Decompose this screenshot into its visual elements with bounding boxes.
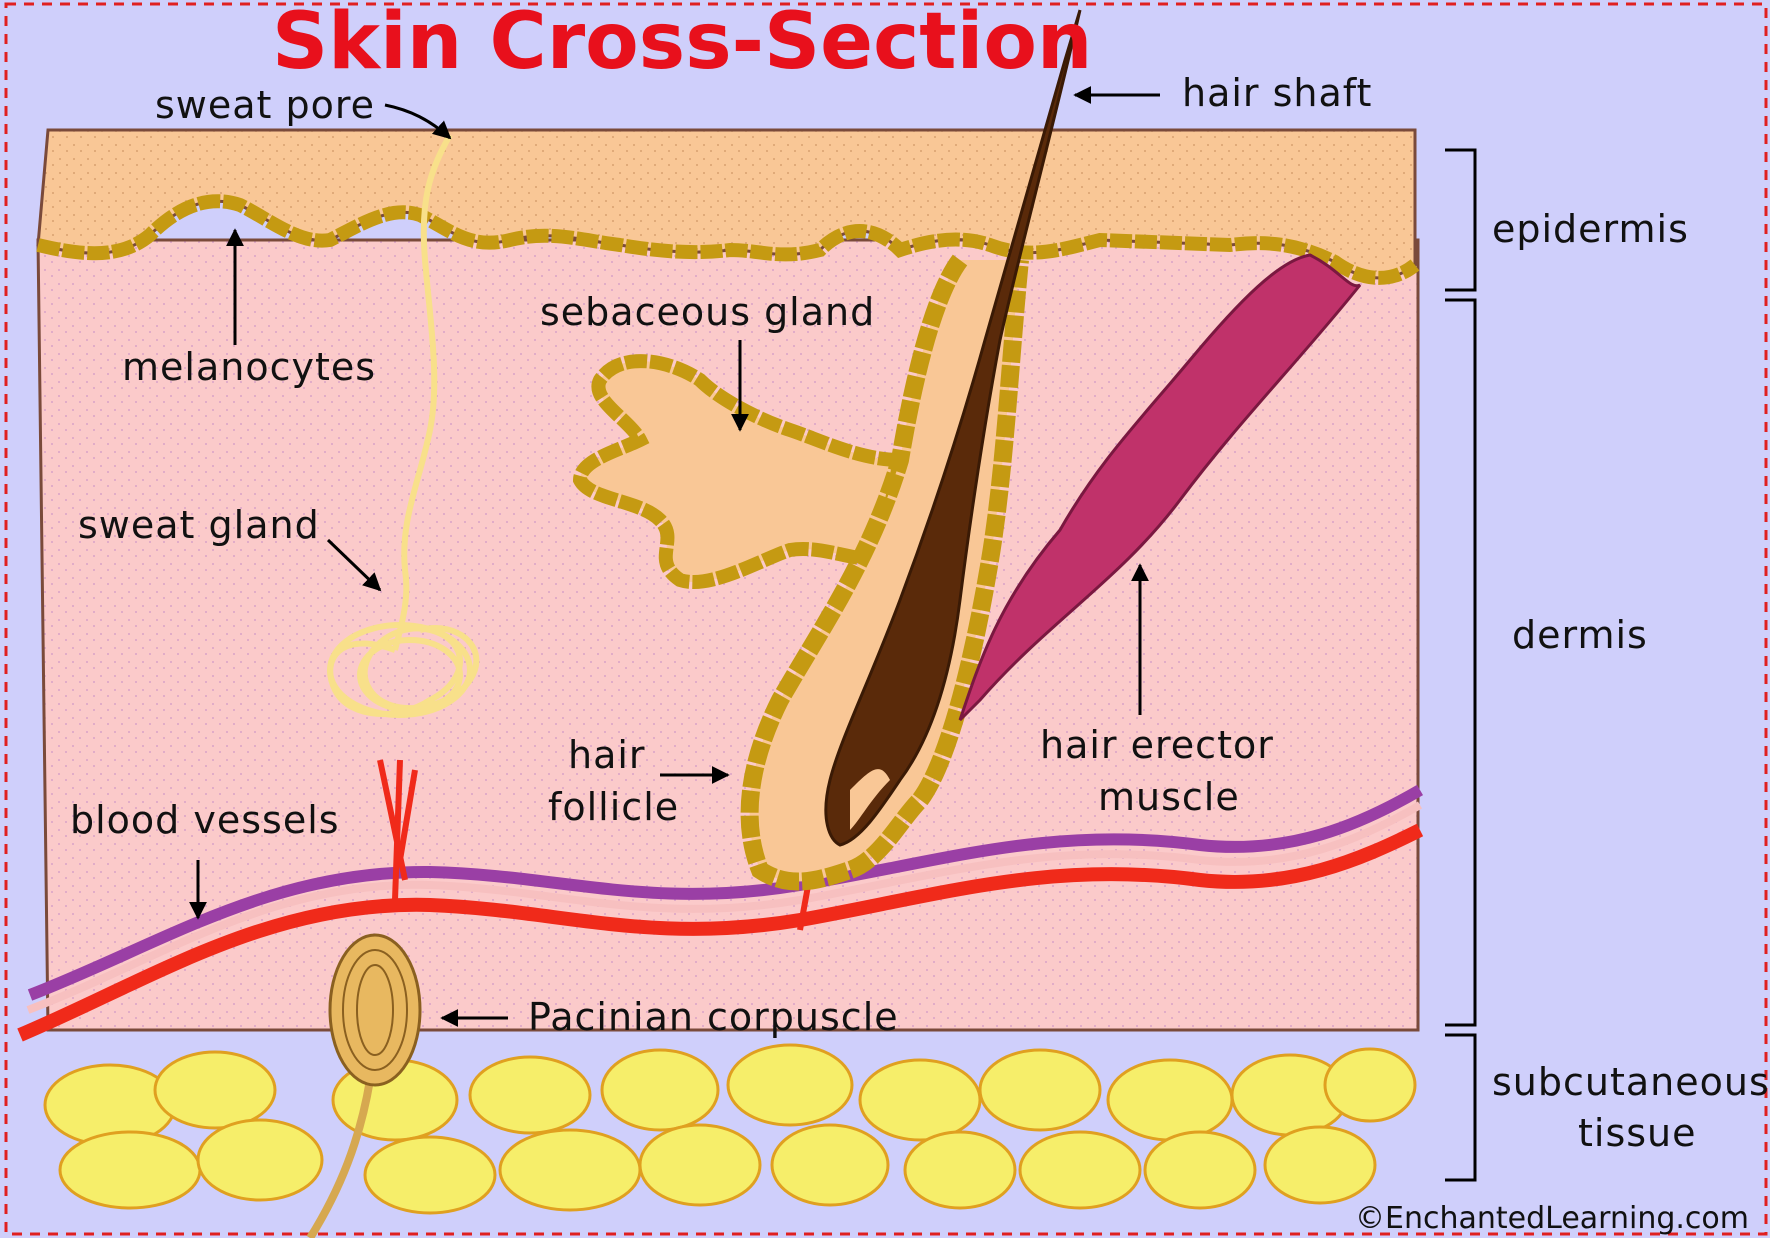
label-epidermis: epidermis xyxy=(1492,207,1689,251)
credit-text: ©EnchantedLearning.com xyxy=(1355,1201,1749,1236)
page-title: Skin Cross-Section xyxy=(272,0,1092,87)
label-subcutaneous-2: tissue xyxy=(1578,1111,1697,1155)
label-hair-shaft: hair shaft xyxy=(1182,71,1372,115)
label-subcutaneous-1: subcutaneous xyxy=(1492,1060,1770,1104)
label-melanocytes: melanocytes xyxy=(122,345,376,389)
label-dermis: dermis xyxy=(1512,613,1648,657)
label-sweat-pore: sweat pore xyxy=(155,83,375,127)
label-sebaceous-gland: sebaceous gland xyxy=(540,290,875,334)
label-sweat-gland: sweat gland xyxy=(78,503,320,547)
label-hair-erector-1: hair erector xyxy=(1040,723,1274,767)
label-hair-follicle-2: follicle xyxy=(548,785,679,829)
label-pacinian-corpuscle: Pacinian corpuscle xyxy=(528,995,899,1039)
label-blood-vessels: blood vessels xyxy=(70,798,340,842)
subcutaneous-fat xyxy=(45,1045,1415,1213)
layer-brackets xyxy=(1445,150,1475,1180)
label-hair-follicle-1: hair xyxy=(568,733,646,777)
label-hair-erector-2: muscle xyxy=(1098,775,1240,819)
